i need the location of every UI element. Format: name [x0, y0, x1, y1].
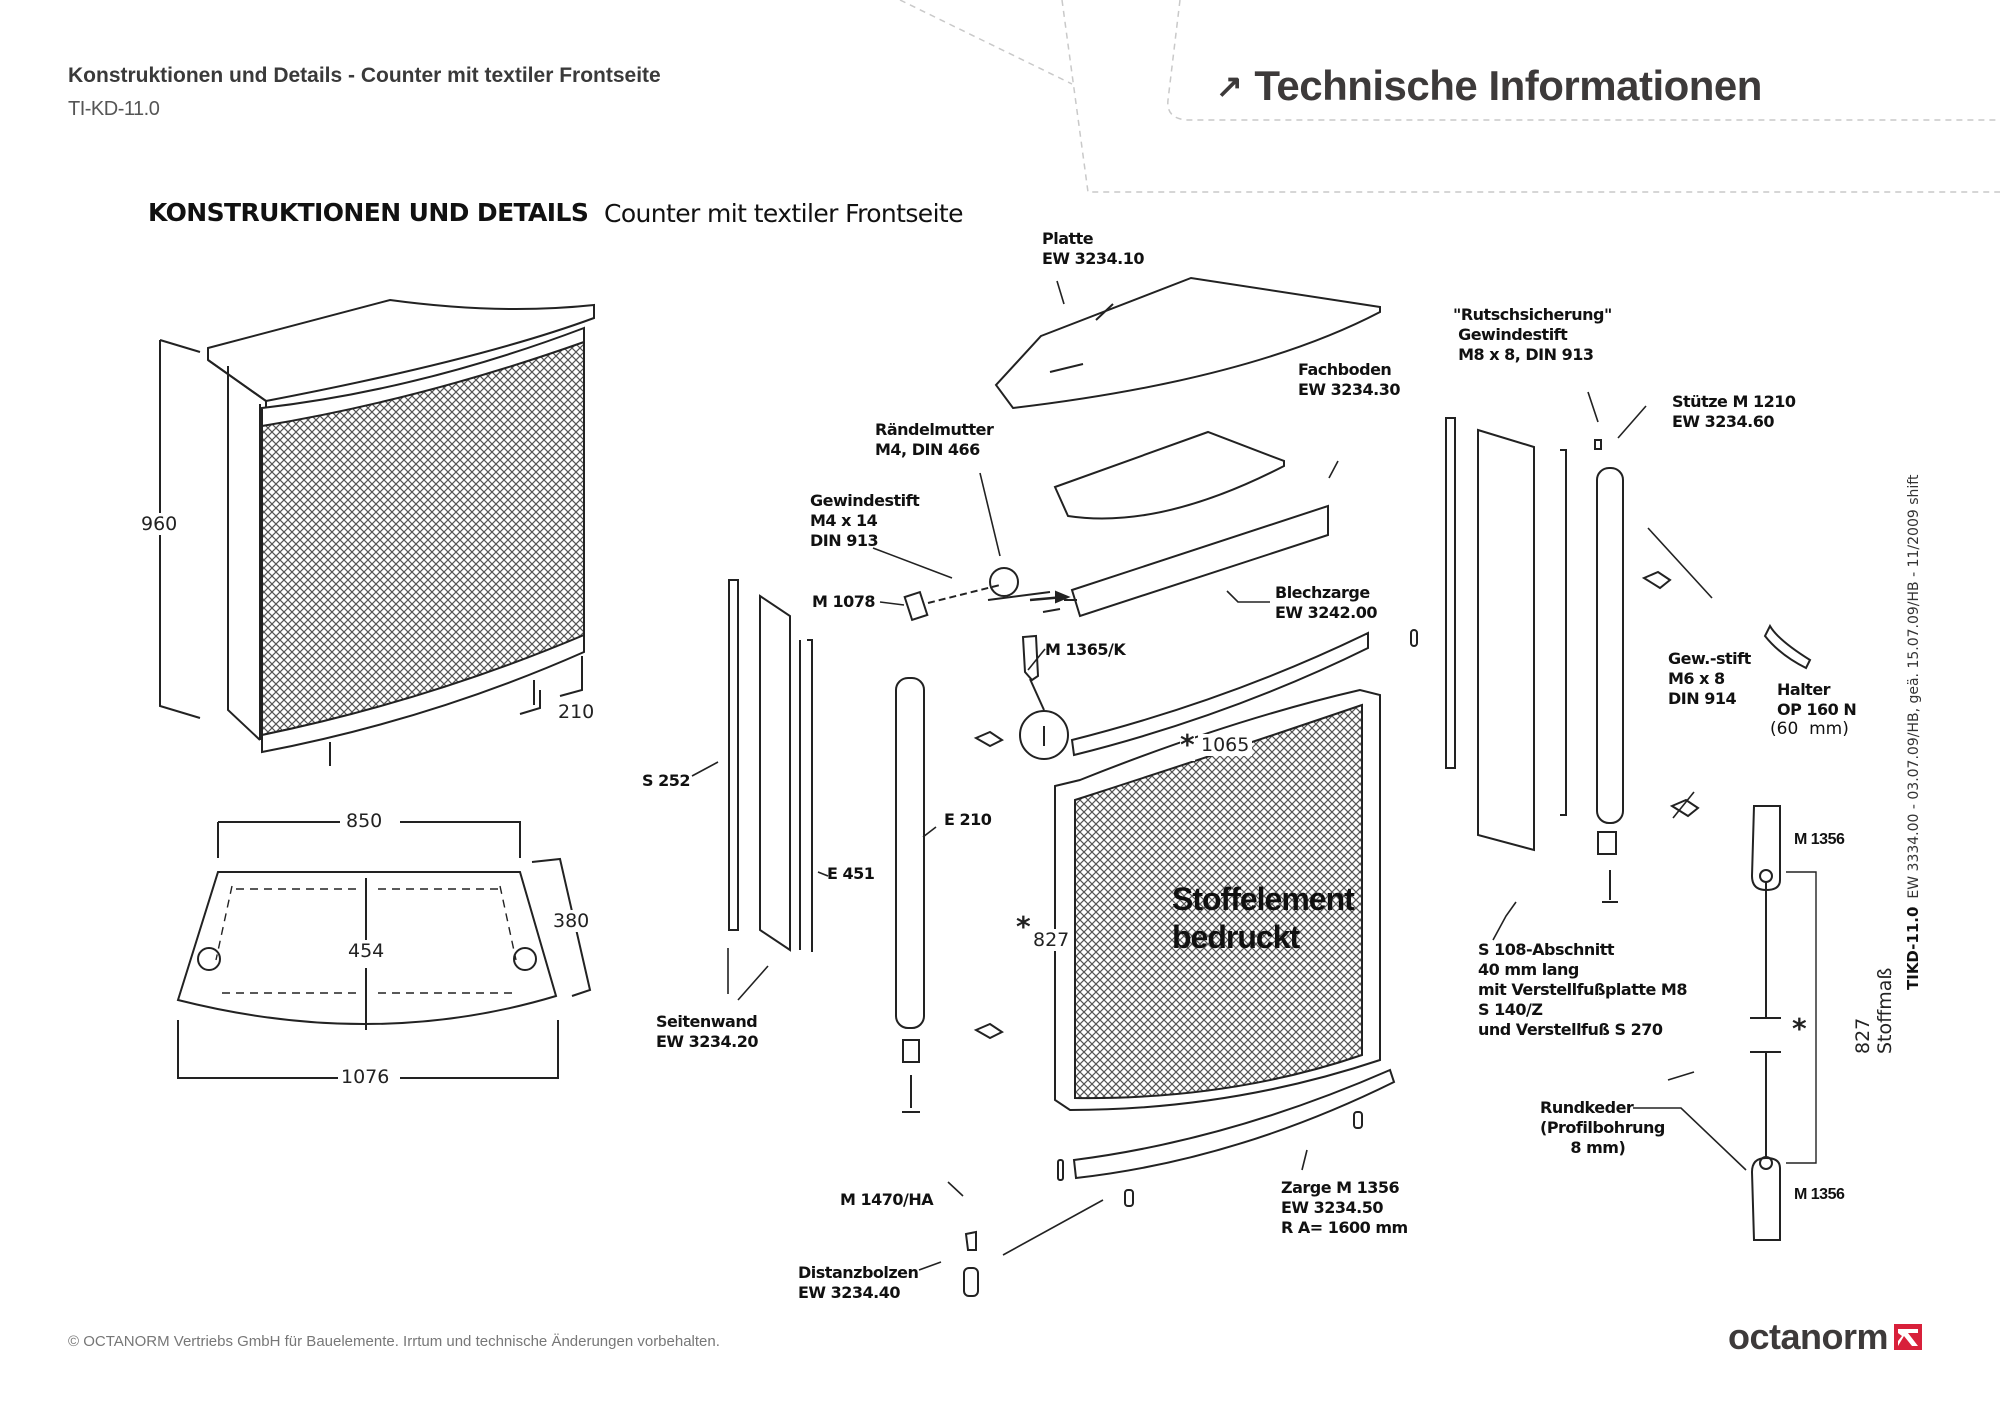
label-platte: Platte EW 3234.10	[1042, 229, 1145, 268]
label-rundkeder: Rundkeder (Profilbohrung 8 mm)	[1540, 1098, 1665, 1157]
dim-foot-depth: 210	[555, 701, 598, 723]
label-halter-size: (60 mm)	[1770, 719, 1849, 739]
dim-height: 960	[138, 513, 181, 535]
dim-fabric-height: 827	[1030, 929, 1073, 951]
dim-top-width: 850	[343, 810, 386, 832]
label-gewindestift: Gewindestift M4 x 14 DIN 913	[810, 491, 920, 550]
revision-text: EW 3334.00 - 03.07.09/HB, geä. 15.07.09/…	[1906, 474, 1922, 899]
label-stoffmass: 827 Stoffmaß	[1852, 967, 1896, 1054]
label-raendelmutter: Rändelmutter M4, DIN 466	[875, 420, 994, 459]
revision-code: TIKD-11.0	[1904, 906, 1922, 990]
label-e210: E 210	[944, 810, 992, 829]
section-brand-heading: ↗ Technische Informationen	[1216, 62, 1762, 110]
star-marker: *	[1016, 910, 1031, 943]
star-marker: *	[1792, 1012, 1807, 1045]
label-m1356-top: M 1356	[1794, 831, 1845, 848]
label-s108: S 108-Abschnitt 40 mm lang mit Verstellf…	[1478, 940, 1687, 1039]
header-dashed-frame	[899, 0, 2000, 193]
label-stuetze: Stütze M 1210 EW 3234.60	[1672, 392, 1796, 431]
plan-view-drawing	[176, 821, 592, 1079]
dim-depth: 380	[550, 910, 593, 932]
profile-detail-drawing	[1750, 805, 1817, 1241]
label-rutschsicherung: "Rutschsicherung" Gewindestift M8 x 8, D…	[1453, 305, 1612, 364]
revision-note: TIKD-11.0 EW 3334.00 - 03.07.09/HB, geä. …	[1904, 475, 1922, 990]
dim-inner-depth: 454	[345, 940, 388, 962]
label-seitenwand: Seitenwand EW 3234.20	[656, 1012, 759, 1051]
label-m1356-bottom: M 1356	[1794, 1186, 1845, 1203]
label-m1470ha: M 1470/HA	[840, 1190, 934, 1209]
counter-perspective-drawing	[159, 298, 595, 766]
dim-zarge-length: 1065	[1198, 734, 1253, 756]
label-halter: Halter OP 160 N	[1777, 680, 1857, 719]
octanorm-mark-icon	[1894, 1324, 1923, 1350]
label-fachboden: Fachboden EW 3234.30	[1298, 360, 1401, 399]
octanorm-mark-glyph	[1898, 1329, 1919, 1346]
document-title: Konstruktionen und Details - Counter mit…	[68, 64, 661, 87]
leader-lines	[691, 280, 1747, 1271]
label-gew-stift: Gew.-stift M6 x 8 DIN 914	[1668, 649, 1751, 708]
label-s252: S 252	[642, 771, 691, 790]
exploded-view-drawing	[728, 276, 1812, 1297]
label-m1365k: M 1365/K	[1045, 640, 1126, 659]
footer-copyright: © OCTANORM Vertriebs GmbH für Bauelement…	[68, 1333, 720, 1350]
document-code: TI-KD-11.0	[68, 98, 160, 120]
logo-wordmark: octanorm	[1728, 1316, 1889, 1357]
arrow-up-right-icon: ↗	[1216, 68, 1243, 104]
label-stoffelement: Stoffelement bedruckt	[1172, 881, 1355, 955]
label-e451: E 451	[827, 864, 875, 883]
star-marker: *	[1180, 728, 1195, 761]
label-m1078: M 1078	[812, 592, 876, 611]
label-blechzarge: Blechzarge EW 3242.00	[1275, 583, 1378, 622]
section-title: KONSTRUKTIONEN UND DETAILS	[148, 198, 589, 227]
label-zarge: Zarge M 1356 EW 3234.50 R A= 1600 mm	[1281, 1178, 1408, 1237]
section-subtitle: Counter mit textiler Frontseite	[604, 199, 964, 228]
octanorm-logo: octanorm	[1728, 1316, 1923, 1358]
label-distanzbolzen: Distanzbolzen EW 3234.40	[798, 1263, 919, 1302]
dim-bottom-width: 1076	[338, 1066, 393, 1088]
section-brand-label: Technische Informationen	[1254, 62, 1762, 109]
